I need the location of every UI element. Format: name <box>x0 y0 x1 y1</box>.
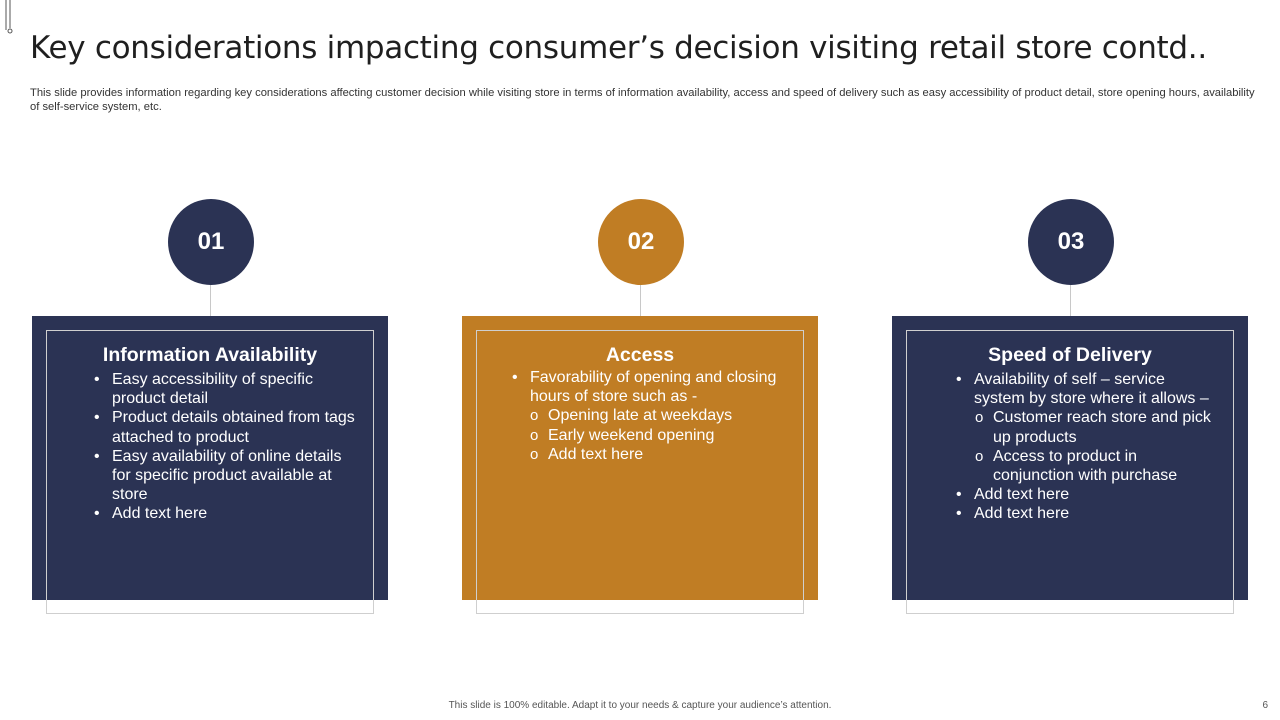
bullet-item: Add text here <box>64 504 356 523</box>
sub-bullet-item: Opening late at weekdays <box>494 406 786 425</box>
card-title: Access <box>605 344 675 366</box>
card-content: Access Favorability of opening and closi… <box>476 330 804 600</box>
consideration-card-3: 03 Speed of Delivery Availability of sel… <box>892 199 1248 619</box>
bullet-item: Easy accessibility of specific product d… <box>64 370 356 408</box>
bullet-list: Availability of self – service system by… <box>924 370 1216 524</box>
sub-bullet-item: Access to product in conjunction with pu… <box>924 447 1216 485</box>
connector-line <box>640 285 641 316</box>
slide-description: This slide provides information regardin… <box>30 87 1255 113</box>
bullet-list: Easy accessibility of specific product d… <box>64 370 356 524</box>
bullet-item: Availability of self – service system by… <box>924 370 1216 408</box>
step-number-badge: 01 <box>168 199 254 285</box>
sub-bullet-item: Customer reach store and pick up product… <box>924 408 1216 446</box>
consideration-card-1: 01 Information Availability Easy accessi… <box>32 199 388 619</box>
sub-bullet-item: Add text here <box>494 445 786 464</box>
card-content: Information Availability Easy accessibil… <box>46 330 374 600</box>
corner-mark-icon <box>5 0 13 34</box>
sub-bullet-item: Early weekend opening <box>494 426 786 445</box>
page-number: 6 <box>1262 700 1268 711</box>
step-number-badge: 02 <box>598 199 684 285</box>
bullet-item: Favorability of opening and closing hour… <box>494 368 786 406</box>
footer-note: This slide is 100% editable. Adapt it to… <box>448 700 832 711</box>
bullet-item: Product details obtained from tags attac… <box>64 408 356 446</box>
consideration-card-2: 02 Access Favorability of opening and cl… <box>462 199 818 619</box>
step-number-badge: 03 <box>1028 199 1114 285</box>
bullet-list: Favorability of opening and closing hour… <box>494 368 786 464</box>
bullet-item: Add text here <box>924 485 1216 504</box>
slide-title: Key considerations impacting consumer’s … <box>30 30 1207 66</box>
connector-line <box>210 285 211 316</box>
card-title: Speed of Delivery <box>988 344 1152 366</box>
connector-line <box>1070 285 1071 316</box>
card-title: Information Availability <box>102 344 318 366</box>
card-content: Speed of Delivery Availability of self –… <box>906 330 1234 600</box>
bullet-item: Add text here <box>924 504 1216 523</box>
bullet-item: Easy availability of online details for … <box>64 447 356 505</box>
